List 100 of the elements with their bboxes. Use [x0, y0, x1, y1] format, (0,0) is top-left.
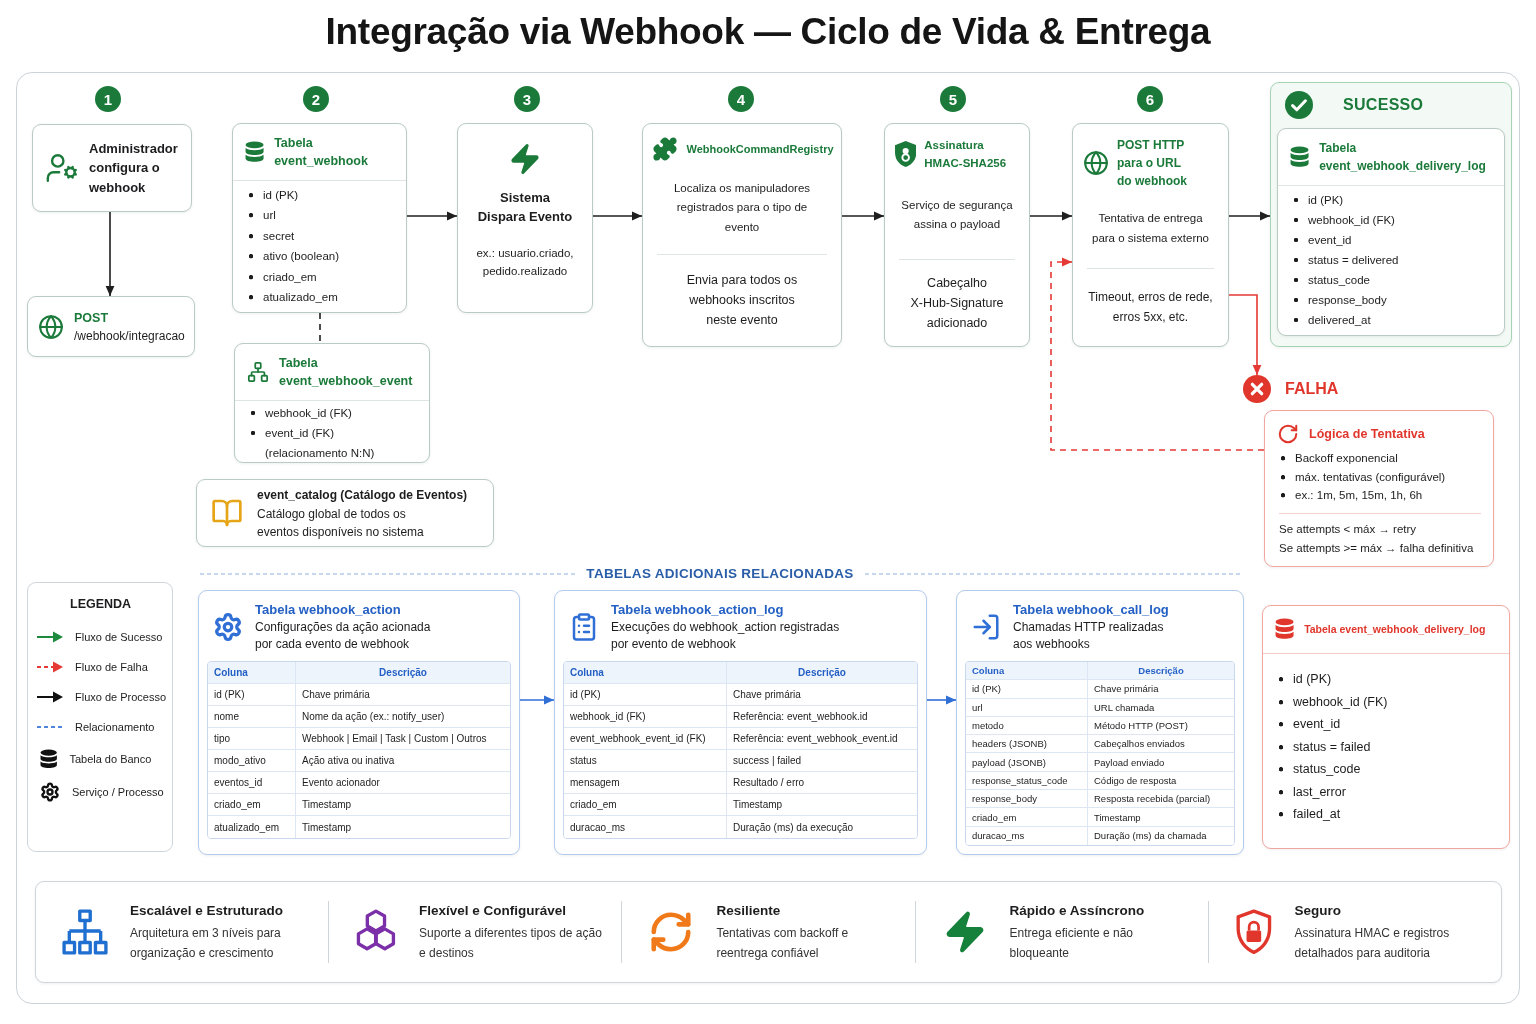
card-title: POST HTTP para o URL do webhook — [1117, 137, 1188, 190]
table-card — [554, 590, 927, 855]
table-card — [956, 590, 1244, 855]
table-cell: tipo — [208, 728, 296, 750]
card-note: ex.: usuario.criado, pedido.realizado — [475, 246, 575, 279]
endpoint-path: /webhook/integracao — [74, 327, 185, 345]
feature-title: Resiliente — [716, 902, 781, 920]
arrow — [406, 211, 458, 221]
table-cell: eventos_id — [208, 772, 296, 794]
http-method: POST — [74, 309, 109, 327]
card-title: WebhookCommandRegistry — [686, 142, 834, 157]
card-description: Catálogo global de todos os eventos disponíveis no sistema — [257, 506, 425, 541]
table-cell: criado_em — [564, 794, 727, 816]
process-card — [1072, 123, 1229, 347]
table-cell: status — [564, 750, 727, 772]
legend-label: Fluxo de Processo — [75, 691, 167, 703]
feature-description: Entrega eficiente e não bloqueante — [1009, 925, 1135, 962]
retry-card — [1264, 410, 1494, 567]
table-cell: nome — [208, 706, 296, 728]
legend-label: Fluxo de Falha — [75, 661, 148, 673]
card-description: Cabeçalho X-Hub-Signature adicionado — [909, 274, 1005, 332]
arrow — [519, 695, 555, 705]
card-description: Envia para todos os webhooks inscritos neste evento — [685, 272, 799, 330]
card-title: Tabela event_webhook — [274, 135, 369, 170]
feature-description: Assinatura HMAC e registros detalhados para auditoria — [1294, 925, 1451, 962]
table-cell: id (PK) — [966, 680, 1088, 699]
card-title: Tabela webhook_action — [255, 601, 401, 619]
dashed-connector — [319, 312, 321, 344]
column-header: Descrição — [1088, 662, 1234, 681]
table-cell: criado_em — [966, 808, 1088, 827]
arrow — [841, 211, 885, 221]
arrow — [1228, 294, 1262, 376]
card-title: Assinatura HMAC-SHA256 — [924, 138, 1008, 171]
feature-title: Escalável e Estruturado — [130, 902, 284, 920]
table-card — [1277, 128, 1505, 336]
card-title: Administrador configura o webhook — [89, 139, 179, 197]
table-cell: event_webhook_event_id (FK) — [564, 728, 727, 750]
arrow — [1228, 211, 1271, 221]
feature-description: Suporte a diferentes tipos de ação e destinos — [419, 925, 603, 962]
feature-title: Rápido e Assíncrono — [1009, 902, 1145, 920]
list-note: Se attempts < máx → retry — [1279, 521, 1418, 537]
table-cell: atualizado_em — [208, 816, 296, 838]
diagram-title: Integração via Webhook — Ciclo de Vida & Entrega — [325, 10, 1211, 54]
card-title: Sistema Dispara Evento — [476, 189, 574, 226]
legend-label: Serviço / Processo — [72, 785, 164, 798]
process-card — [884, 123, 1030, 347]
column-header: Coluna — [966, 662, 1088, 681]
status-title: SUCESSO — [1343, 96, 1424, 114]
feature-description: Arquitetura em 3 níveis para organização e crescimento — [130, 925, 282, 962]
table-card — [234, 343, 430, 463]
success-panel — [1270, 82, 1512, 347]
list-note: (relacionamento N:N) — [264, 446, 376, 461]
feature-description: Tentativas com backoff e reentrega confiável — [716, 925, 850, 962]
legend-label: Fluxo de Sucesso — [75, 631, 163, 643]
list-note: Se attempts >= máx → falha definitiva — [1279, 540, 1475, 556]
table-cell: response_body — [966, 790, 1088, 809]
arrow — [1029, 211, 1073, 221]
arrow — [926, 695, 957, 705]
card-title: Tabela event_webhook_event — [279, 355, 414, 390]
dashed-arrow — [1050, 257, 1265, 451]
table-cell: payload (JSONB) — [966, 753, 1088, 772]
card-description: Tentativa de entrega para o sistema externo — [1091, 211, 1210, 246]
card-description: Configurações da ação acionada por cada evento de webhook — [255, 619, 432, 653]
table-cell: id (PK) — [564, 684, 727, 706]
card-title: Tabela event_webhook_delivery_log — [1304, 622, 1486, 637]
card-title: Tabela webhook_call_log — [1013, 601, 1169, 619]
legend-label: Tabela do Banco — [69, 752, 152, 765]
card-description: Execuções do webhook_action registradas por evento de webhook — [611, 619, 841, 653]
table-cell: headers (JSONB) — [966, 735, 1088, 754]
table-card — [198, 590, 520, 855]
table-card — [1262, 605, 1510, 849]
arrow — [592, 211, 643, 221]
endpoint-card — [27, 296, 195, 357]
table-cell: id (PK) — [208, 684, 296, 706]
card-description: Localiza os manipuladores registrados para o tipo de evento — [672, 180, 812, 235]
card-description: Timeout, erros de rede, erros 5xx, etc. — [1087, 289, 1214, 327]
catalog-card — [196, 479, 494, 547]
column-header: Descrição — [727, 662, 917, 684]
card-title: Tabela webhook_action_log — [611, 601, 784, 619]
legend-title: LEGENDA — [70, 596, 132, 612]
table-card — [232, 123, 407, 313]
card-description: Serviço de segurança assina o payload — [901, 197, 1013, 233]
table-cell: criado_em — [208, 794, 296, 816]
process-card — [457, 123, 593, 313]
column-header: Coluna — [564, 662, 727, 684]
card-title: event_catalog (Catálogo de Eventos) — [257, 487, 468, 504]
legend-label: Relacionamento — [75, 721, 155, 733]
card-description: Chamadas HTTP realizadas aos webhooks — [1013, 619, 1165, 653]
status-title: FALHA — [1285, 380, 1339, 398]
column-header: Descrição — [296, 662, 510, 684]
features-panel — [35, 881, 1502, 983]
feature-title: Flexível e Configurável — [419, 902, 567, 920]
feature-title: Seguro — [1294, 902, 1342, 920]
column-header: Coluna — [208, 662, 296, 684]
card-title: Lógica de Tentativa — [1309, 426, 1425, 443]
table-cell: webhook_id (FK) — [564, 706, 727, 728]
table-cell: modo_ativo — [208, 750, 296, 772]
table-cell: mensagem — [564, 772, 727, 794]
process-card — [32, 124, 192, 212]
arrow — [105, 211, 115, 297]
